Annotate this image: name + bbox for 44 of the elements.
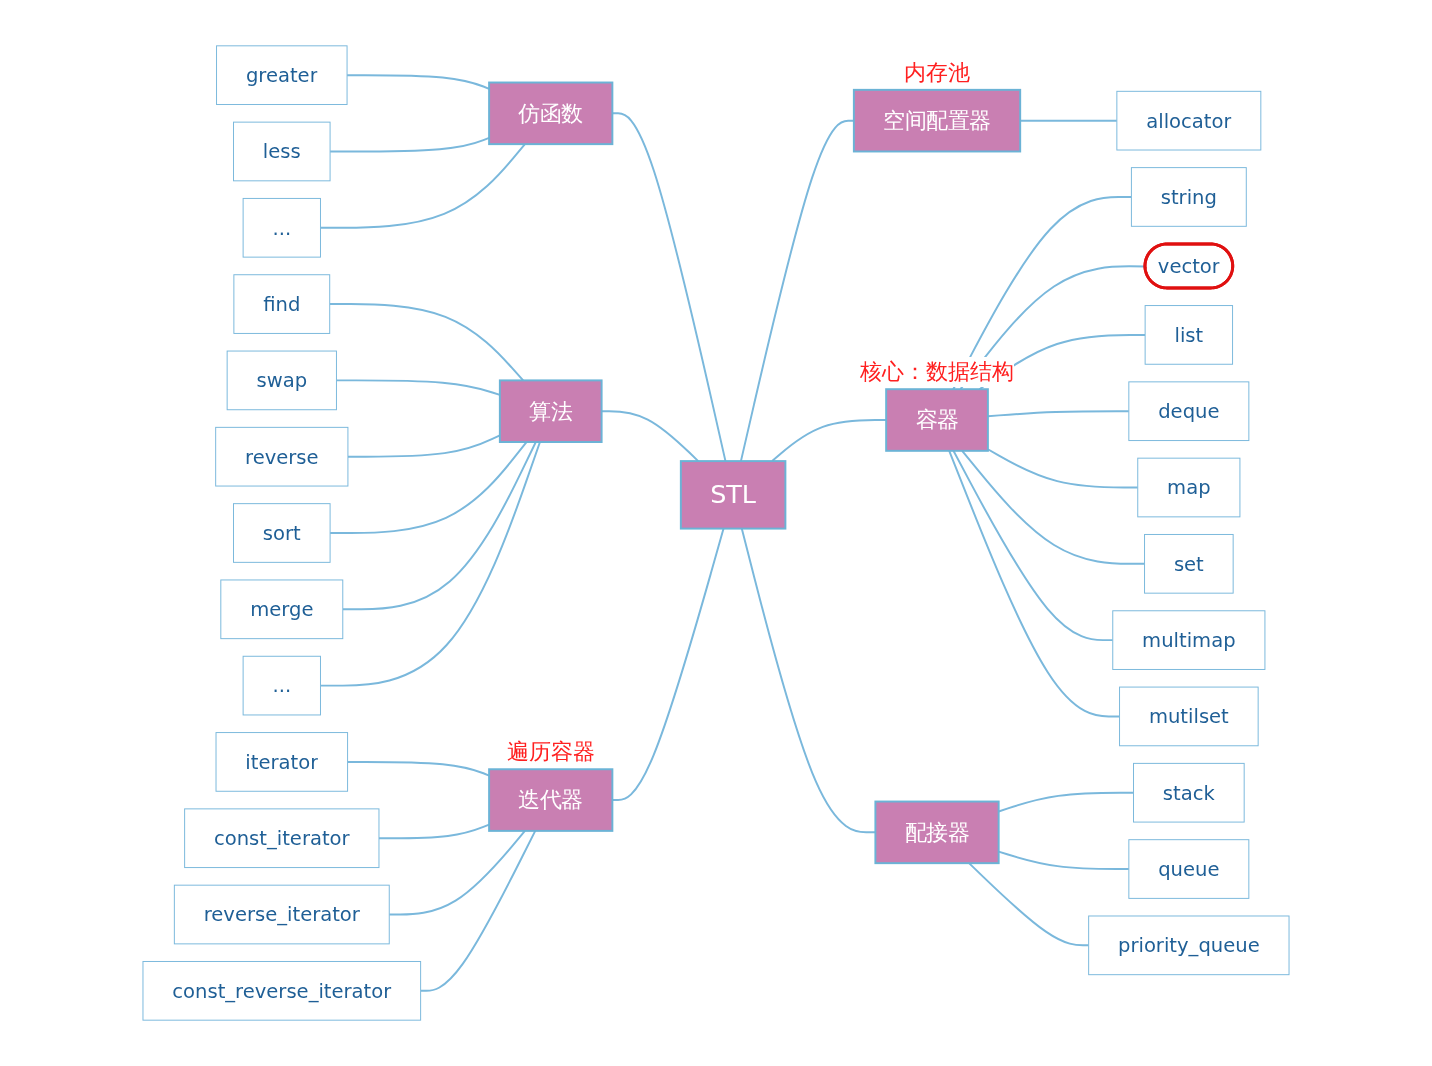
node-box xyxy=(233,121,331,182)
node-box xyxy=(1112,610,1266,670)
node-box xyxy=(220,579,344,640)
connector xyxy=(329,441,528,534)
connector xyxy=(952,449,1114,642)
node-box xyxy=(242,655,321,716)
node-box xyxy=(226,350,337,411)
node-box xyxy=(1119,686,1259,747)
node-box xyxy=(233,274,331,334)
node-box xyxy=(874,800,1000,865)
connector xyxy=(341,441,537,611)
node-box xyxy=(215,732,349,792)
connector xyxy=(319,441,541,687)
node-box xyxy=(488,768,614,832)
node-box xyxy=(173,884,390,945)
connector xyxy=(968,862,1090,947)
connector xyxy=(986,448,1139,489)
annotation-text: 核心：数据结构 xyxy=(860,357,1014,388)
node-box xyxy=(1128,839,1250,899)
connector xyxy=(961,449,1146,565)
connector xyxy=(388,829,526,916)
node-box xyxy=(1116,90,1262,151)
node-box xyxy=(488,81,614,146)
node-box xyxy=(242,197,321,258)
node-box xyxy=(142,961,422,1021)
node-box xyxy=(1144,305,1234,365)
node-box xyxy=(1130,167,1247,227)
node-box xyxy=(1137,457,1241,518)
connector xyxy=(319,143,526,229)
node-box xyxy=(216,45,348,105)
connector xyxy=(419,829,537,992)
node-box xyxy=(1088,915,1290,976)
node-box xyxy=(1144,534,1234,594)
node-box xyxy=(215,426,349,487)
node-box xyxy=(852,88,1022,153)
node-box xyxy=(679,460,787,530)
node-box xyxy=(885,388,989,452)
node-box xyxy=(498,379,603,443)
connector xyxy=(328,303,525,382)
connector xyxy=(948,449,1121,718)
node-box xyxy=(1133,762,1245,823)
node-box xyxy=(184,808,380,869)
node-box xyxy=(233,503,331,563)
node-box xyxy=(1128,381,1250,442)
